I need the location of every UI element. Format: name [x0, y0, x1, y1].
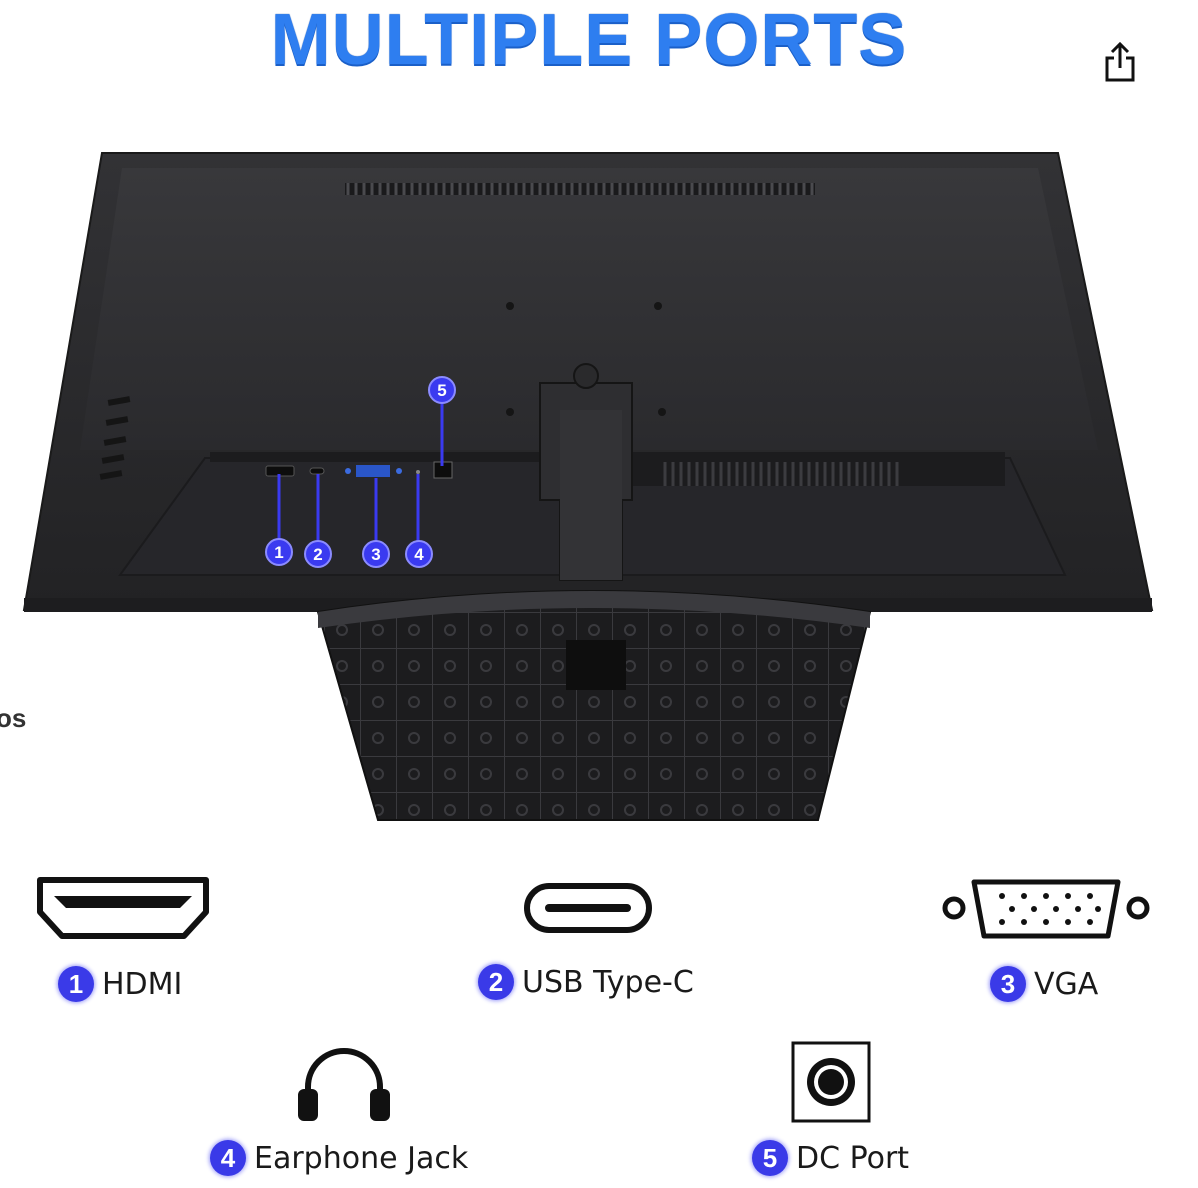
legend-earphone: 4 Earphone Jack	[210, 1140, 468, 1176]
legend-label-vga: VGA	[1034, 966, 1099, 1002]
callout-5: 5	[428, 376, 456, 404]
callout-2: 2	[304, 540, 332, 568]
badge-3: 3	[990, 966, 1026, 1002]
hdmi-icon	[37, 877, 209, 939]
side-text-fragment: os	[0, 703, 27, 733]
svg-text:5: 5	[437, 381, 446, 400]
monitor-rear-image: 1 2 3 4 5	[22, 152, 1154, 821]
callout-4: 4	[405, 540, 433, 568]
page-title: MULTIPLE PORTS	[270, 0, 908, 80]
legend-usb-c: 2 USB Type-C	[478, 964, 694, 1000]
usb-c-icon	[524, 883, 652, 933]
share-button[interactable]	[1098, 40, 1142, 84]
legend-dc-port: 5 DC Port	[752, 1140, 909, 1176]
badge-1: 1	[58, 966, 94, 1002]
svg-text:1: 1	[274, 543, 283, 562]
callout-1: 1	[265, 538, 293, 566]
top-vent	[345, 183, 815, 195]
badge-4: 4	[210, 1140, 246, 1176]
legend-label-dc-port: DC Port	[796, 1140, 910, 1176]
badge-5: 5	[752, 1140, 788, 1176]
legend-label-earphone: Earphone Jack	[254, 1140, 469, 1176]
legend-label-usb-c: USB Type-C	[522, 964, 694, 1000]
share-icon	[1105, 41, 1135, 82]
callout-3: 3	[362, 540, 390, 568]
legend-label-hdmi: HDMI	[102, 966, 183, 1002]
legend-hdmi: 1 HDMI	[58, 966, 182, 1002]
headphones-icon	[298, 1048, 390, 1121]
svg-text:2: 2	[313, 545, 322, 564]
dc-port-icon	[791, 1041, 871, 1123]
vga-icon	[942, 879, 1150, 939]
badge-2: 2	[478, 964, 514, 1000]
svg-text:3: 3	[371, 545, 380, 564]
svg-text:4: 4	[414, 545, 424, 564]
legend-vga: 3 VGA	[990, 966, 1098, 1002]
